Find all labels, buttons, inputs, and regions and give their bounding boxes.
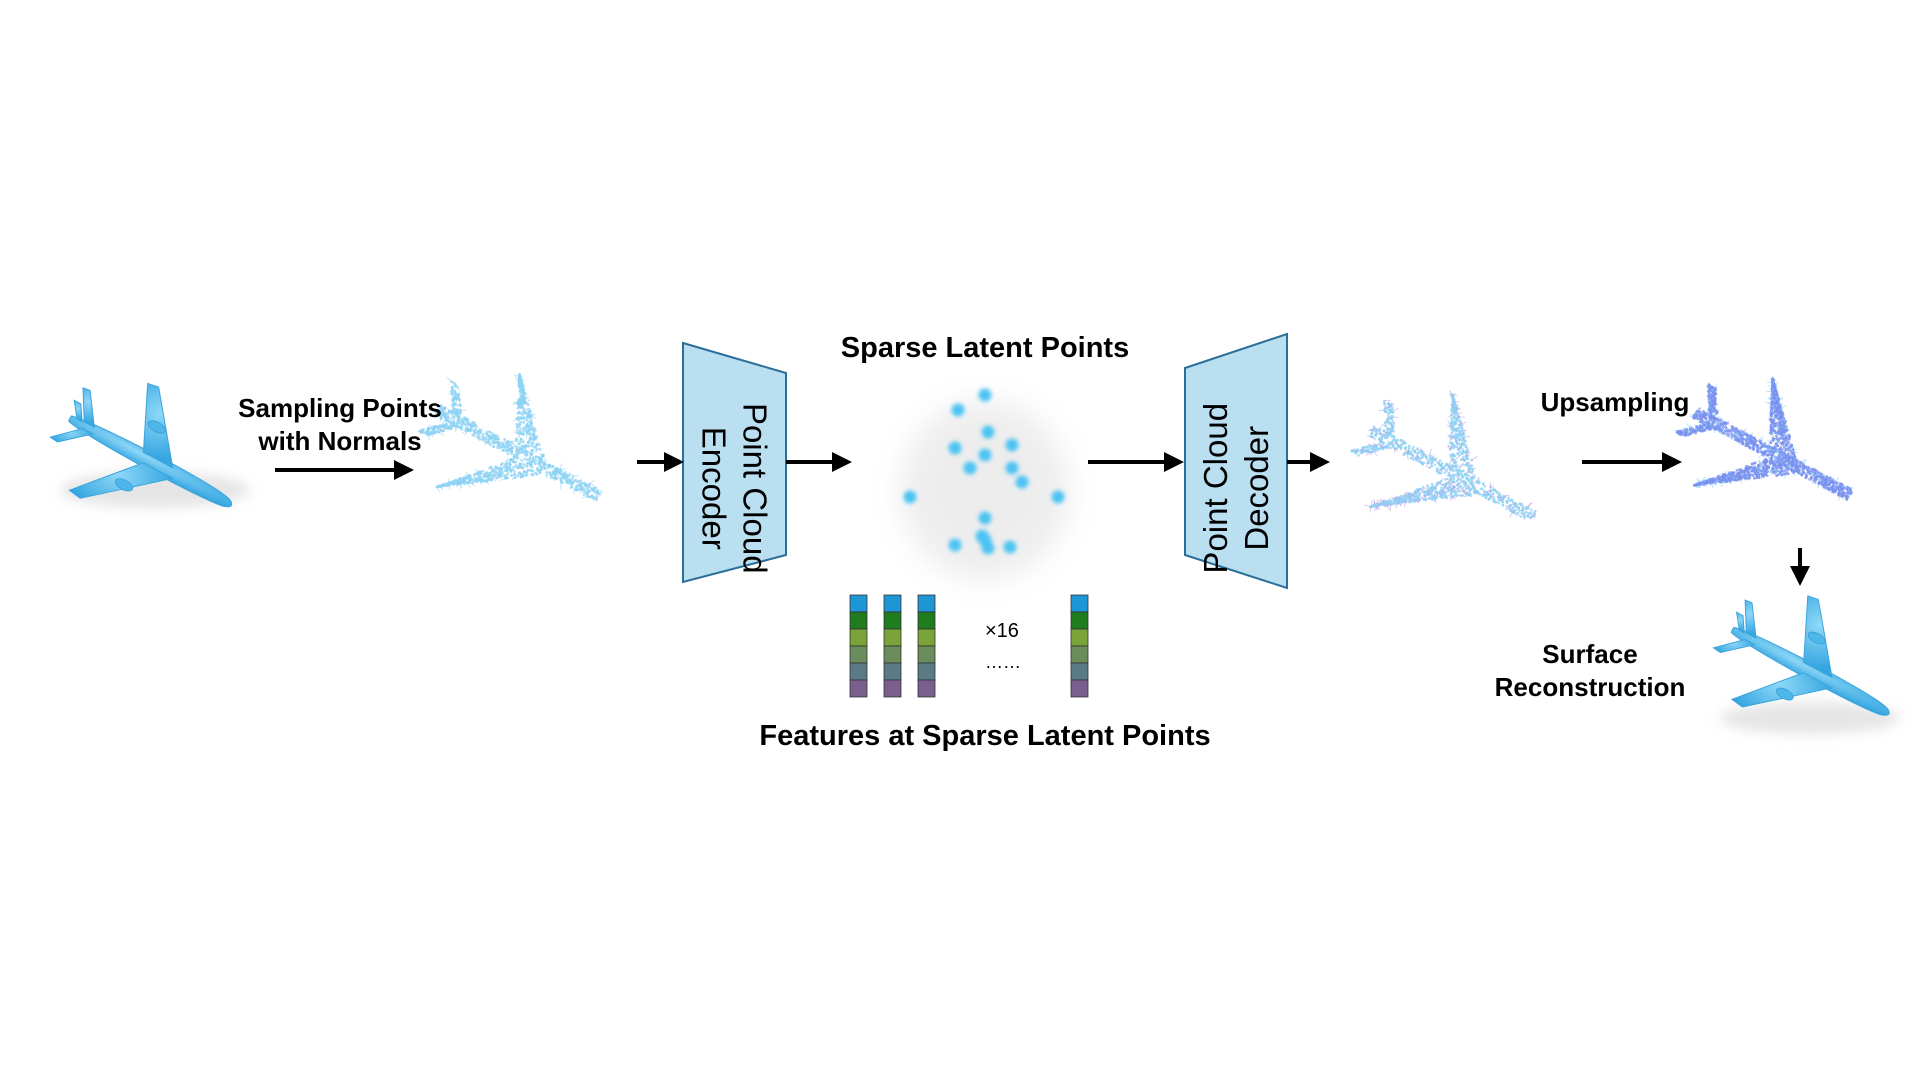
latent-point-dot: [975, 529, 989, 543]
upsampled-dense-points: [1674, 375, 1854, 502]
reconstructed-point-cloud: [1350, 390, 1537, 520]
sparse-latent-points: [900, 388, 1070, 580]
features-label: Features at Sparse Latent Points: [759, 720, 1211, 752]
output-airplane-mesh: [1694, 566, 1920, 770]
feature-vector: [917, 594, 936, 698]
encoder-label: Point Cloud Encoder: [695, 402, 774, 574]
latent-point-dot: [963, 461, 977, 475]
latent-point-dot: [1051, 490, 1065, 504]
decoder-label: Point Cloud Decoder: [1196, 402, 1275, 574]
latent-point-dot: [1015, 475, 1029, 489]
latent-point-dot: [948, 538, 962, 552]
point-cloud-decoder: [1184, 332, 1288, 590]
sampled-point-cloud: [417, 373, 604, 501]
sparse-latent-label: Sparse Latent Points: [840, 332, 1130, 364]
latent-point-dot: [981, 541, 995, 555]
point-cloud-encoder: [682, 341, 787, 584]
feature-vector: [849, 594, 868, 698]
latent-point-dot: [1005, 461, 1019, 475]
feature-columns: [849, 594, 1089, 698]
upsampling-label: Upsampling: [1540, 387, 1690, 417]
latent-point-dot: [1005, 438, 1019, 452]
latent-point-dot: [948, 441, 962, 455]
ellipsis-label: ……: [985, 652, 1021, 672]
input-airplane-mesh: [31, 352, 265, 563]
feature-vector: [1070, 594, 1089, 698]
latent-point-dot: [1003, 540, 1017, 554]
latent-point-dot: [981, 425, 995, 439]
latent-point-dot: [951, 403, 965, 417]
feature-vector: [883, 594, 902, 698]
latent-point-dot: [903, 490, 917, 504]
sampling-label: Sampling Points with Normals: [238, 393, 442, 456]
multiplier-label: ×16: [985, 620, 1019, 642]
latent-point-dot: [978, 448, 992, 462]
surface-reconstruction-label: Surface Reconstruction: [1494, 639, 1686, 702]
latent-point-dot: [978, 388, 992, 402]
flow-arrows: [275, 452, 1810, 586]
latent-point-dot: [978, 511, 992, 525]
